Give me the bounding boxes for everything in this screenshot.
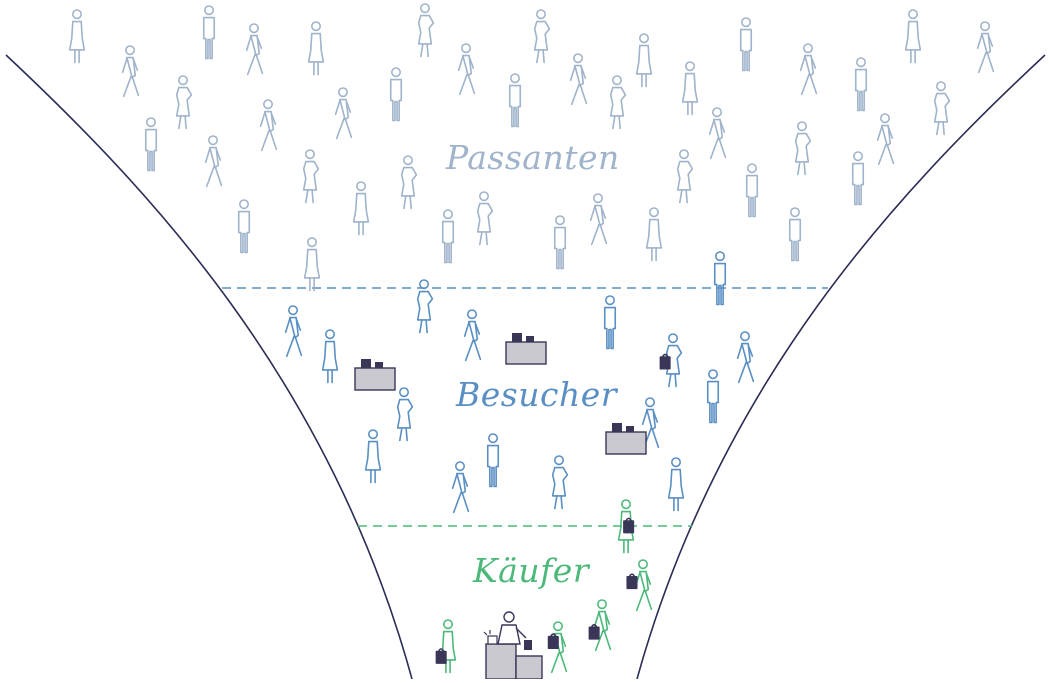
person-figure <box>121 45 140 98</box>
person-figure <box>68 9 86 64</box>
person-figure <box>463 309 482 362</box>
shopping-bag-icon <box>623 517 635 534</box>
shopping-bag-icon <box>659 353 671 370</box>
product-display-icon <box>505 333 547 365</box>
person-figure <box>457 43 476 96</box>
person-figure <box>851 151 865 206</box>
person-figure <box>799 43 818 96</box>
person-figure <box>706 369 720 424</box>
person-figure <box>645 207 663 262</box>
checkout-counter-icon <box>483 611 543 680</box>
funnel-left-edge <box>5 54 413 680</box>
person-figure <box>681 61 699 116</box>
person-figure <box>352 181 370 236</box>
shopping-bag-icon <box>588 623 600 640</box>
person-figure <box>667 457 685 512</box>
person-figure <box>745 163 759 218</box>
person-figure <box>435 619 457 674</box>
person-figure <box>302 149 320 204</box>
stage-label-kaeufer: Käufer <box>473 551 590 590</box>
person-figure <box>626 559 653 612</box>
person-figure <box>284 305 303 358</box>
person-figure <box>617 499 635 554</box>
stage-label-besucher: Besucher <box>456 375 618 414</box>
person-figure <box>659 333 683 388</box>
person-figure <box>641 397 660 450</box>
person-figure <box>396 387 414 442</box>
person-figure <box>676 149 694 204</box>
person-figure <box>389 67 403 122</box>
person-figure <box>451 461 470 514</box>
person-figure <box>933 81 951 136</box>
person-figure <box>794 121 812 176</box>
person-figure <box>441 209 455 264</box>
person-figure <box>713 251 727 306</box>
person-figure <box>854 57 868 112</box>
person-figure <box>476 191 494 246</box>
funnel-right-edge <box>636 54 1046 680</box>
shopping-bag-icon <box>547 633 559 650</box>
person-figure <box>400 155 418 210</box>
person-figure <box>364 429 382 484</box>
person-figure <box>876 113 895 166</box>
shopping-bag-icon <box>626 573 638 590</box>
shopping-bag-icon <box>435 648 447 664</box>
person-figure <box>588 599 612 652</box>
person-figure <box>904 9 922 64</box>
stage-label-passanten: Passanten <box>446 138 620 177</box>
person-figure <box>334 87 353 140</box>
person-figure <box>603 295 617 350</box>
person-figure <box>321 329 339 384</box>
product-display-icon <box>605 423 647 455</box>
product-display-icon <box>354 359 396 391</box>
person-figure <box>609 75 627 130</box>
person-figure <box>417 3 435 58</box>
person-figure <box>259 99 278 152</box>
person-figure <box>569 53 588 106</box>
person-figure <box>416 279 434 334</box>
person-figure <box>303 237 321 292</box>
person-figure <box>739 17 753 72</box>
person-figure <box>307 21 325 76</box>
person-figure <box>708 107 727 160</box>
person-figure <box>237 199 251 254</box>
person-figure <box>204 135 223 188</box>
person-figure <box>175 75 193 130</box>
person-figure <box>551 455 569 510</box>
person-figure <box>508 73 522 128</box>
person-figure <box>736 331 755 384</box>
person-figure <box>553 215 567 270</box>
person-figure <box>547 621 568 674</box>
person-figure <box>635 33 653 88</box>
person-figure <box>976 21 995 74</box>
person-figure <box>533 9 551 64</box>
person-figure <box>245 23 264 76</box>
person-figure <box>202 5 216 60</box>
person-figure <box>589 193 608 246</box>
person-figure <box>144 117 158 172</box>
person-figure <box>486 433 500 488</box>
person-figure <box>788 207 802 262</box>
